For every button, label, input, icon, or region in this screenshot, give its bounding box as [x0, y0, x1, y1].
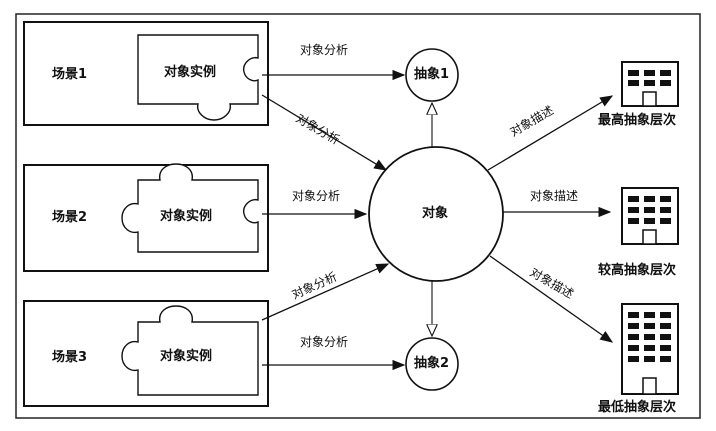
description-label-mid: 对象描述 — [530, 189, 579, 203]
arrow-object-level-high — [487, 95, 614, 171]
level-label-high: 最高抽象层次 — [598, 113, 677, 128]
arrow-scene1-object — [261, 94, 388, 171]
puzzle-piece-2 — [121, 163, 259, 253]
abstraction1-label: 抽象1 — [414, 67, 450, 82]
arrow-scene3-object — [261, 263, 390, 321]
building-icon-high — [621, 61, 679, 107]
scene-label-2: 场景2 — [52, 210, 88, 225]
level-label-low: 最低抽象层次 — [598, 400, 677, 415]
abstraction2-label: 抽象2 — [414, 356, 450, 371]
arrow-object-level-low — [489, 255, 614, 343]
instance-label-1: 对象实例 — [164, 65, 217, 80]
object-circle — [368, 146, 504, 282]
abstraction1-circle — [405, 48, 459, 102]
building-icon-low — [621, 303, 679, 395]
building-icon-mid — [621, 187, 679, 245]
analysis-label-3b: 对象分析 — [300, 335, 349, 349]
outer-frame — [15, 13, 701, 419]
instance-label-3: 对象实例 — [160, 349, 213, 364]
level-label-mid: 较高抽象层次 — [598, 263, 677, 278]
puzzle-piece-3 — [121, 305, 259, 396]
object-label: 对象 — [422, 206, 449, 221]
abstraction2-circle — [405, 337, 459, 391]
analysis-label-1: 对象分析 — [300, 43, 349, 57]
puzzle-piece-1 — [137, 34, 259, 121]
instance-label-2: 对象实例 — [160, 209, 213, 224]
analysis-label-2: 对象分析 — [292, 189, 341, 203]
scene-label-1: 场景1 — [52, 67, 88, 82]
scene-label-3: 场景3 — [52, 350, 88, 365]
